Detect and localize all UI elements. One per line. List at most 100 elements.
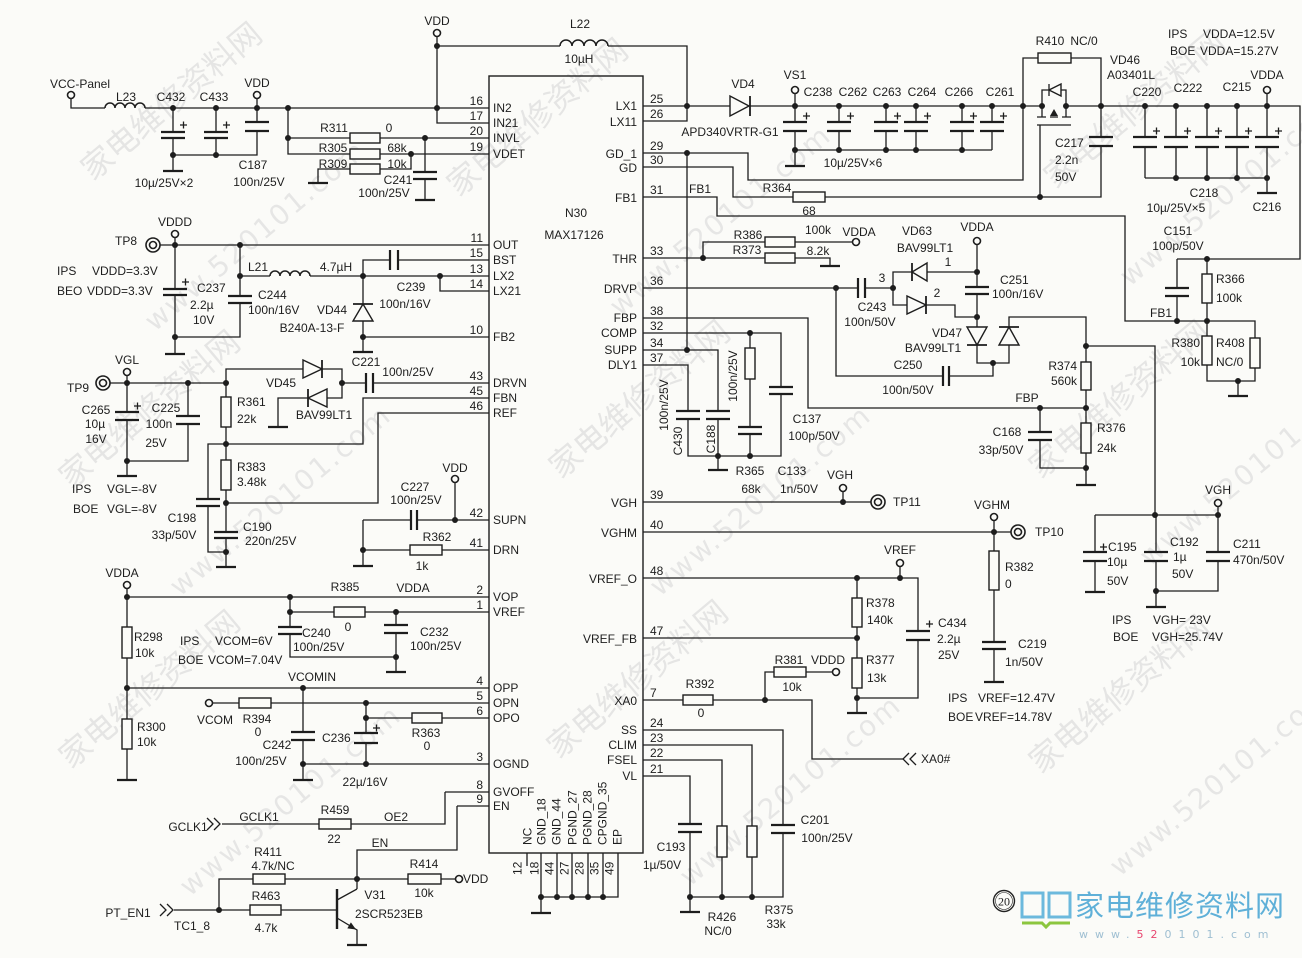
net-label-vdda: VDDA xyxy=(960,220,993,234)
junction-dot xyxy=(959,147,965,153)
junction-dot xyxy=(833,285,839,291)
resistor-body xyxy=(238,697,272,709)
junction-dot xyxy=(124,380,130,386)
net-label-vcc-panel: VCC-Panel xyxy=(50,77,110,91)
capacitor-plates xyxy=(783,120,1004,133)
pin-number: 41 xyxy=(470,536,484,550)
resistor-body xyxy=(407,873,442,885)
resistor-r362: R362 1k xyxy=(409,530,452,573)
component-ref: R361 xyxy=(237,395,266,409)
component-ref: VD46 xyxy=(1110,53,1140,67)
component-ref: R385 xyxy=(331,580,360,594)
resistor-body xyxy=(333,606,366,618)
component-ref: R309 xyxy=(319,157,348,171)
diode-vd47: VD47 BAV99LT1 xyxy=(905,325,1021,355)
pin-number: 3 xyxy=(476,750,483,764)
ic-body xyxy=(488,75,644,854)
junction-dot xyxy=(1204,256,1210,262)
terminal-vdd xyxy=(432,28,442,38)
resistor-r378: R378 140k xyxy=(851,596,895,628)
pin-number: 4 xyxy=(476,674,483,688)
junction-dot xyxy=(1215,512,1221,518)
pin-number: 28 xyxy=(573,861,587,875)
capacitor-c261-ref: C261 xyxy=(986,85,1015,99)
terminal-vgh xyxy=(1213,498,1223,508)
capacitor-c201: C201 100n/25V xyxy=(771,813,853,845)
net-label-vgh: VGH xyxy=(827,468,853,482)
junction-dot xyxy=(363,700,369,706)
component-value: 140k xyxy=(867,613,894,627)
pin-number: 24 xyxy=(650,716,664,730)
resistor-r365: R365 68k xyxy=(736,347,765,496)
pin-number: 46 xyxy=(470,399,484,413)
capacitor-plates xyxy=(1165,286,1189,298)
junction-dot xyxy=(1083,405,1089,411)
component-value: 10µ/25V×2 xyxy=(135,176,194,190)
capacitor-plates xyxy=(388,250,400,270)
pin-number: 9 xyxy=(476,792,483,806)
inductor-coil-icon xyxy=(559,39,609,47)
resistor-body xyxy=(411,712,443,724)
component-value: 3.48k xyxy=(237,475,267,489)
junction-dot xyxy=(408,151,414,157)
junction-dot xyxy=(124,458,130,464)
junction-dot xyxy=(1083,343,1089,349)
note-value: VREF=12.47V xyxy=(978,691,1055,705)
net-label-vgl: VGL xyxy=(115,353,139,367)
junction-dot xyxy=(1020,103,1026,109)
power-terminals xyxy=(66,28,1272,884)
pin-label: 2 xyxy=(934,286,941,300)
component-ref: R298 xyxy=(134,630,163,644)
capacitor-plates xyxy=(678,822,702,834)
capacitor-plates xyxy=(214,530,238,540)
terminal-vdd xyxy=(454,874,464,884)
component-ref: C433 xyxy=(200,90,229,104)
component-ref: R414 xyxy=(410,857,439,871)
net-label-vdda: VDDA xyxy=(105,566,138,580)
pin-name: LX1 xyxy=(616,99,638,113)
capacitor-bank-vdda: C220 C222 C215 C218 C216 10µ/25V×5 xyxy=(1133,80,1282,215)
capacitor-c198: C198 33p/50V xyxy=(152,497,220,542)
terminal-vddd xyxy=(831,667,841,677)
pin-name: IN2 xyxy=(493,101,512,115)
net-label-en: EN xyxy=(372,836,389,850)
net-label-vdda: VDDA xyxy=(1250,68,1283,82)
component-ref: R380 xyxy=(1171,336,1200,350)
net-label-fb1: FB1 xyxy=(1150,306,1172,320)
junction-dot xyxy=(554,894,560,900)
polarity-mark xyxy=(1100,543,1107,551)
junction-dot xyxy=(223,441,229,447)
resistor-body xyxy=(409,544,443,556)
pin-name: EN xyxy=(493,799,510,813)
pin-number: 33 xyxy=(650,244,664,258)
pin-name: SUPP xyxy=(604,343,637,357)
note-panel: BOE xyxy=(1113,630,1138,644)
note-panel: BOE xyxy=(1170,44,1195,58)
diode-icon xyxy=(351,302,375,322)
resistor-r364: R364 68 xyxy=(763,181,826,218)
net-label-vdd: VDD xyxy=(244,76,270,90)
pin-name: PGND_28 xyxy=(581,790,595,845)
pin-label: 3 xyxy=(879,271,886,285)
resistor-r392: R392 0 xyxy=(682,677,715,720)
component-ref: R375 xyxy=(765,903,794,917)
pin-name: VL xyxy=(622,769,637,783)
terminal-vgh xyxy=(838,483,848,493)
component-value: 4.7k/NC xyxy=(251,859,295,873)
resistor-r361: R361 22k xyxy=(220,395,266,428)
resistor-body xyxy=(249,904,282,916)
resistor-body xyxy=(1249,337,1261,369)
pin-name: DRVP xyxy=(604,282,637,296)
junction-dot xyxy=(747,330,753,336)
capacitor-plates xyxy=(771,823,795,835)
junction-dot xyxy=(300,761,306,767)
component-value: 100n/16V xyxy=(248,303,299,317)
note-value: VGH= 23V xyxy=(1153,613,1211,627)
capacitor-plates xyxy=(1028,430,1052,442)
resistor-r305: R305 68k xyxy=(319,141,408,160)
capacitor-c433: C433 10µ/25V×2 xyxy=(135,90,230,190)
component-ref: C232 xyxy=(420,625,449,639)
resistor-body xyxy=(1201,335,1213,366)
